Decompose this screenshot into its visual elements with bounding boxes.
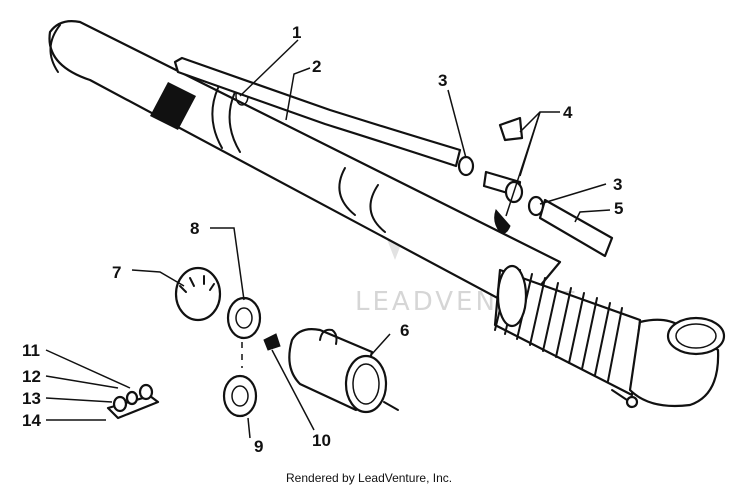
- throttle-tube: [173, 56, 475, 177]
- callout-1: 1: [292, 23, 301, 42]
- flex-hose: [493, 264, 642, 397]
- callout-10: 10: [312, 431, 331, 450]
- credit-text: Rendered by LeadVenture, Inc.: [286, 471, 452, 485]
- callout-11: 11: [22, 341, 40, 360]
- callout-8: 8: [190, 219, 199, 238]
- callout-6: 6: [400, 321, 409, 340]
- elbow-nozzle: [611, 316, 726, 409]
- fuel-tube: [538, 198, 614, 258]
- callout-3a: 3: [438, 71, 447, 90]
- cap-part: [174, 266, 222, 322]
- callout-5: 5: [614, 199, 623, 218]
- washer-bottom: [222, 374, 258, 418]
- mount-bracket: [106, 383, 160, 420]
- fitting-assembly: [482, 116, 545, 234]
- small-fitting: [263, 333, 281, 351]
- callout-labels: 1 2 3 4 3 5 6 7 8 9 10 11 12 13 14: [22, 23, 623, 456]
- callout-4: 4: [563, 103, 573, 122]
- blower-tube: [48, 20, 562, 312]
- leader-lines: [45, 39, 611, 439]
- callout-13: 13: [22, 389, 41, 408]
- callout-2: 2: [312, 57, 321, 76]
- callout-9: 9: [254, 437, 263, 456]
- callout-14: 14: [22, 411, 41, 430]
- callout-12: 12: [22, 367, 41, 386]
- washer-top: [226, 296, 262, 340]
- callout-3b: 3: [613, 175, 622, 194]
- callout-7: 7: [112, 263, 121, 282]
- cylinder-part: [288, 328, 399, 414]
